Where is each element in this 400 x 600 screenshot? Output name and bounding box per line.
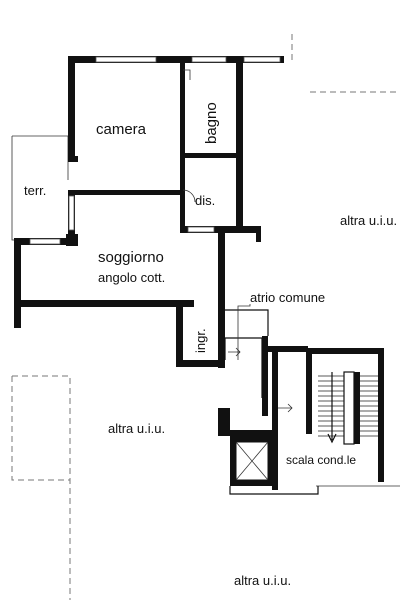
room-label-soggiorno: soggiorno (98, 249, 164, 266)
room-label-atrio-comune: atrio comune (250, 290, 326, 305)
wall-living-south (14, 300, 194, 307)
wall-stair-west (272, 350, 278, 490)
elevator-base (229, 486, 319, 495)
partition-camera-inner (68, 156, 78, 162)
stair-core-right (354, 372, 360, 444)
window-west (68, 195, 75, 231)
wall-atrium-north (268, 346, 308, 352)
room-label-terrazzo: terr. (24, 183, 47, 198)
room-label-disimpegno: dis. (195, 193, 216, 208)
stair-direction-arrow (327, 372, 337, 444)
room-label-scala-condominiale: scala cond.le (286, 453, 357, 467)
stair-core (343, 371, 355, 445)
right-dashed-boundary (291, 34, 400, 93)
stair-steps (318, 375, 378, 437)
wall-west-upper (68, 56, 75, 156)
elevator-cross (235, 441, 269, 481)
door-camera-swing (183, 69, 191, 80)
wall-entrance-south (176, 360, 224, 367)
room-label-ingresso: ingr. (193, 328, 208, 353)
wall-far-west (14, 238, 21, 328)
wall-atrium-south (218, 408, 230, 432)
wall-stair-left (306, 348, 312, 434)
atrium-leader (237, 304, 251, 360)
wall-east-upper (236, 56, 243, 232)
room-label-camera: camera (96, 121, 147, 138)
partition-camera-soggiorno (75, 190, 183, 195)
wall-atrium-east (262, 336, 268, 416)
wall-entrance-west (176, 300, 183, 366)
neighbour-label-left: altra u.i.u. (108, 421, 166, 436)
window-dis (187, 226, 215, 233)
room-label-bagno: bagno (203, 102, 220, 144)
wall-stair-north (306, 348, 384, 354)
window-terrace (29, 238, 61, 245)
window-camera (95, 56, 157, 63)
garden-dashed-boundary (11, 375, 71, 600)
column (66, 234, 78, 246)
atrium-walls (224, 309, 269, 398)
neighbour-label-right: altra u.i.u. (340, 213, 398, 228)
wall-stair-east (378, 348, 384, 482)
wall-east-apartment (218, 228, 225, 368)
wall-atrium-lower (218, 430, 278, 436)
neighbour-label-bottom: altra u.i.u. (234, 573, 292, 588)
room-label-angolo-cottura: angolo cott. (98, 270, 166, 285)
wall-north (68, 56, 284, 63)
window-east (243, 56, 281, 63)
wall-east-corner (256, 226, 261, 242)
door-dis-swing (182, 189, 196, 203)
atrium-arrow (278, 403, 293, 413)
partition-camera-bagno (180, 62, 185, 232)
entrance-arrow (228, 347, 241, 357)
wall-dis-bottom (180, 226, 260, 233)
partition-bagno-dis (182, 153, 238, 158)
window-bagno (191, 56, 227, 63)
wall-east-step (236, 226, 260, 233)
